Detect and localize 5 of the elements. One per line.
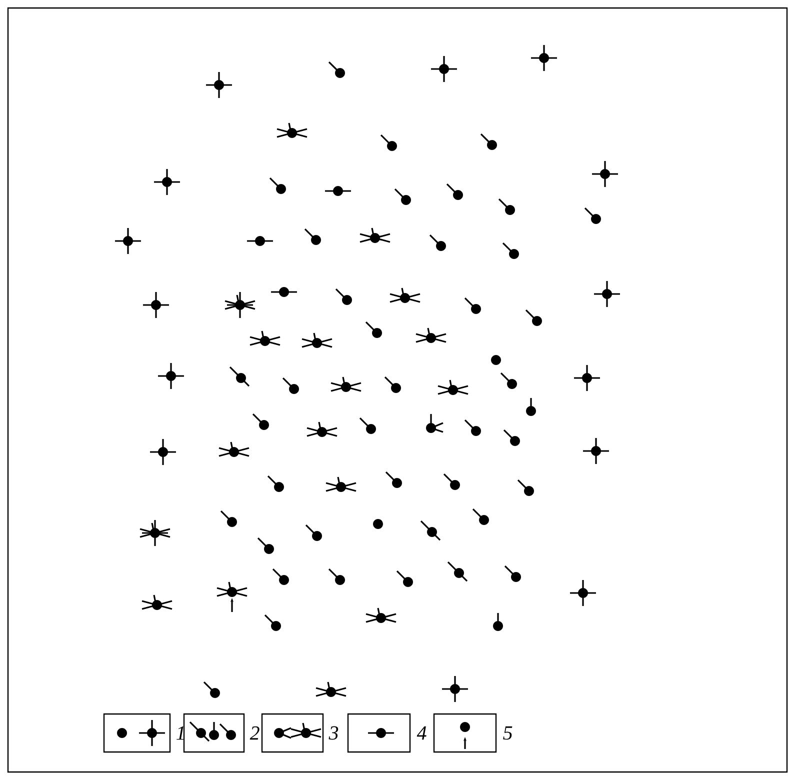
legend-number: 5 xyxy=(503,726,512,740)
legend-number: 2 xyxy=(250,726,260,740)
legend-number: 1 xyxy=(176,726,184,740)
legend-number: 4 xyxy=(416,726,426,740)
legend-number: 3 xyxy=(328,726,338,740)
